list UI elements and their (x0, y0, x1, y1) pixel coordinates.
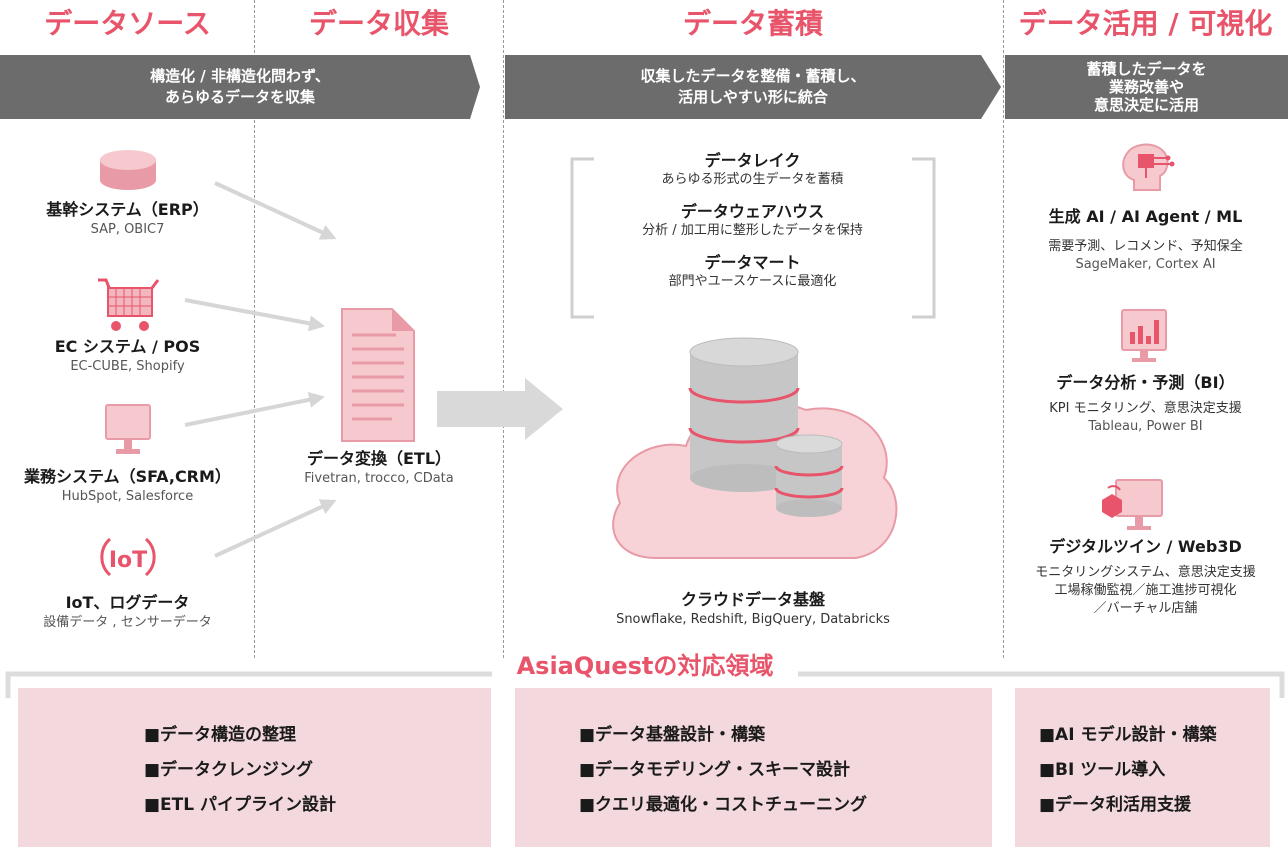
iot-icon: IoT (100, 537, 156, 577)
asiaquest-box-1: ■データ構造の整理 ■データクレンジング ■ETL パイプライン設計 (18, 688, 491, 847)
source-business: 業務システム（SFA,CRM） HubSpot, Salesforce (24, 467, 231, 504)
banner-sources: 構造化 / 非構造化問わず、あらゆるデータを収集 (0, 55, 480, 119)
asiaquest-box-3: ■AI モデル設計・構築 ■BI ツール導入 ■データ利活用支援 (1015, 688, 1270, 847)
etl-label: データ変換（ETL） Fivetran, trocco, CData (304, 449, 454, 486)
flow-arrow (184, 391, 326, 427)
document-icon (341, 308, 415, 442)
flow-arrow (184, 298, 326, 332)
database-disk-icon (100, 150, 156, 190)
big-arrow (437, 378, 563, 440)
asiaquest-frame (5, 671, 1285, 698)
asiaquest-title: AsiaQuestの対応領域 (516, 652, 774, 680)
list-item: ■データ構造の整理 (144, 725, 297, 745)
asiaquest-box-2: ■データ基盤設計・構築 ■データモデリング・スキーマ設計 ■クエリ最適化・コスト… (515, 688, 992, 847)
list-item: ■クエリ最適化・コストチューニング (579, 795, 868, 815)
banner-usage: 蓄積したデータを業務改善や意思決定に活用 (1005, 55, 1288, 119)
column-divider (1003, 0, 1004, 658)
list-item: ■データモデリング・スキーマ設計 (579, 760, 851, 780)
layer-data-mart: データマート 部門やユースケースに最適化 (668, 253, 837, 289)
usage-ai: 生成 AI / AI Agent / ML 需要予測、レコメンド、予知保全 Sa… (1048, 207, 1243, 272)
shopping-cart-icon (98, 278, 160, 331)
usage-bi: データ分析・予測（BI） KPI モニタリング、意思決定支援 Tableau, … (1049, 373, 1242, 434)
list-item: ■データ基盤設計・構築 (579, 725, 766, 745)
cloud-database-icon (612, 337, 898, 559)
storage-layers: データレイク あらゆる形式の生データを蓄積 データウェアハウス 分析 / 加工用… (580, 151, 925, 290)
source-ec: EC システム / POS EC-CUBE, Shopify (54, 337, 201, 374)
bi-chart-icon (1121, 309, 1167, 362)
column-title-storage: データ蓄積 (682, 7, 823, 40)
database-cylinder-small (774, 434, 844, 517)
flow-arrow (214, 499, 337, 558)
column-divider (254, 0, 255, 658)
list-item: ■データ利活用支援 (1039, 795, 1192, 815)
svg-text:IoT: IoT (109, 548, 147, 573)
banner-storage: 収集したデータを整備・蓄積し、活用しやすい形に統合 (505, 55, 1001, 119)
cloud-platform-label: クラウドデータ基盤 Snowflake, Redshift, BigQuery,… (616, 590, 890, 627)
column-title-usage: データ活用 / 可視化 (1018, 7, 1273, 40)
source-iot: IoT、ログデータ 設備データ , センサーデータ (43, 593, 212, 630)
bracket-frame (570, 157, 936, 319)
source-erp: 基幹システム（ERP） SAP, OBIC7 (46, 200, 209, 237)
usage-digital-twin: デジタルツイン / Web3D モニタリングシステム、意思決定支援 工場稼働監視… (1035, 537, 1256, 616)
column-title-collection: データ収集 (308, 7, 449, 40)
digital-twin-icon (1102, 479, 1163, 530)
list-item: ■AI モデル設計・構築 (1039, 725, 1217, 745)
ai-brain-icon (1122, 143, 1175, 191)
monitor-icon (105, 404, 151, 454)
list-item: ■ETL パイプライン設計 (144, 795, 337, 815)
list-item: ■データクレンジング (144, 760, 314, 780)
list-item: ■BI ツール導入 (1039, 760, 1166, 780)
column-title-sources: データソース (44, 7, 211, 40)
layer-data-lake: データレイク あらゆる形式の生データを蓄積 (661, 151, 844, 187)
flow-arrow (214, 181, 337, 240)
layer-data-warehouse: データウェアハウス 分析 / 加工用に整形したデータを保持 (642, 202, 863, 238)
column-divider (503, 0, 504, 658)
